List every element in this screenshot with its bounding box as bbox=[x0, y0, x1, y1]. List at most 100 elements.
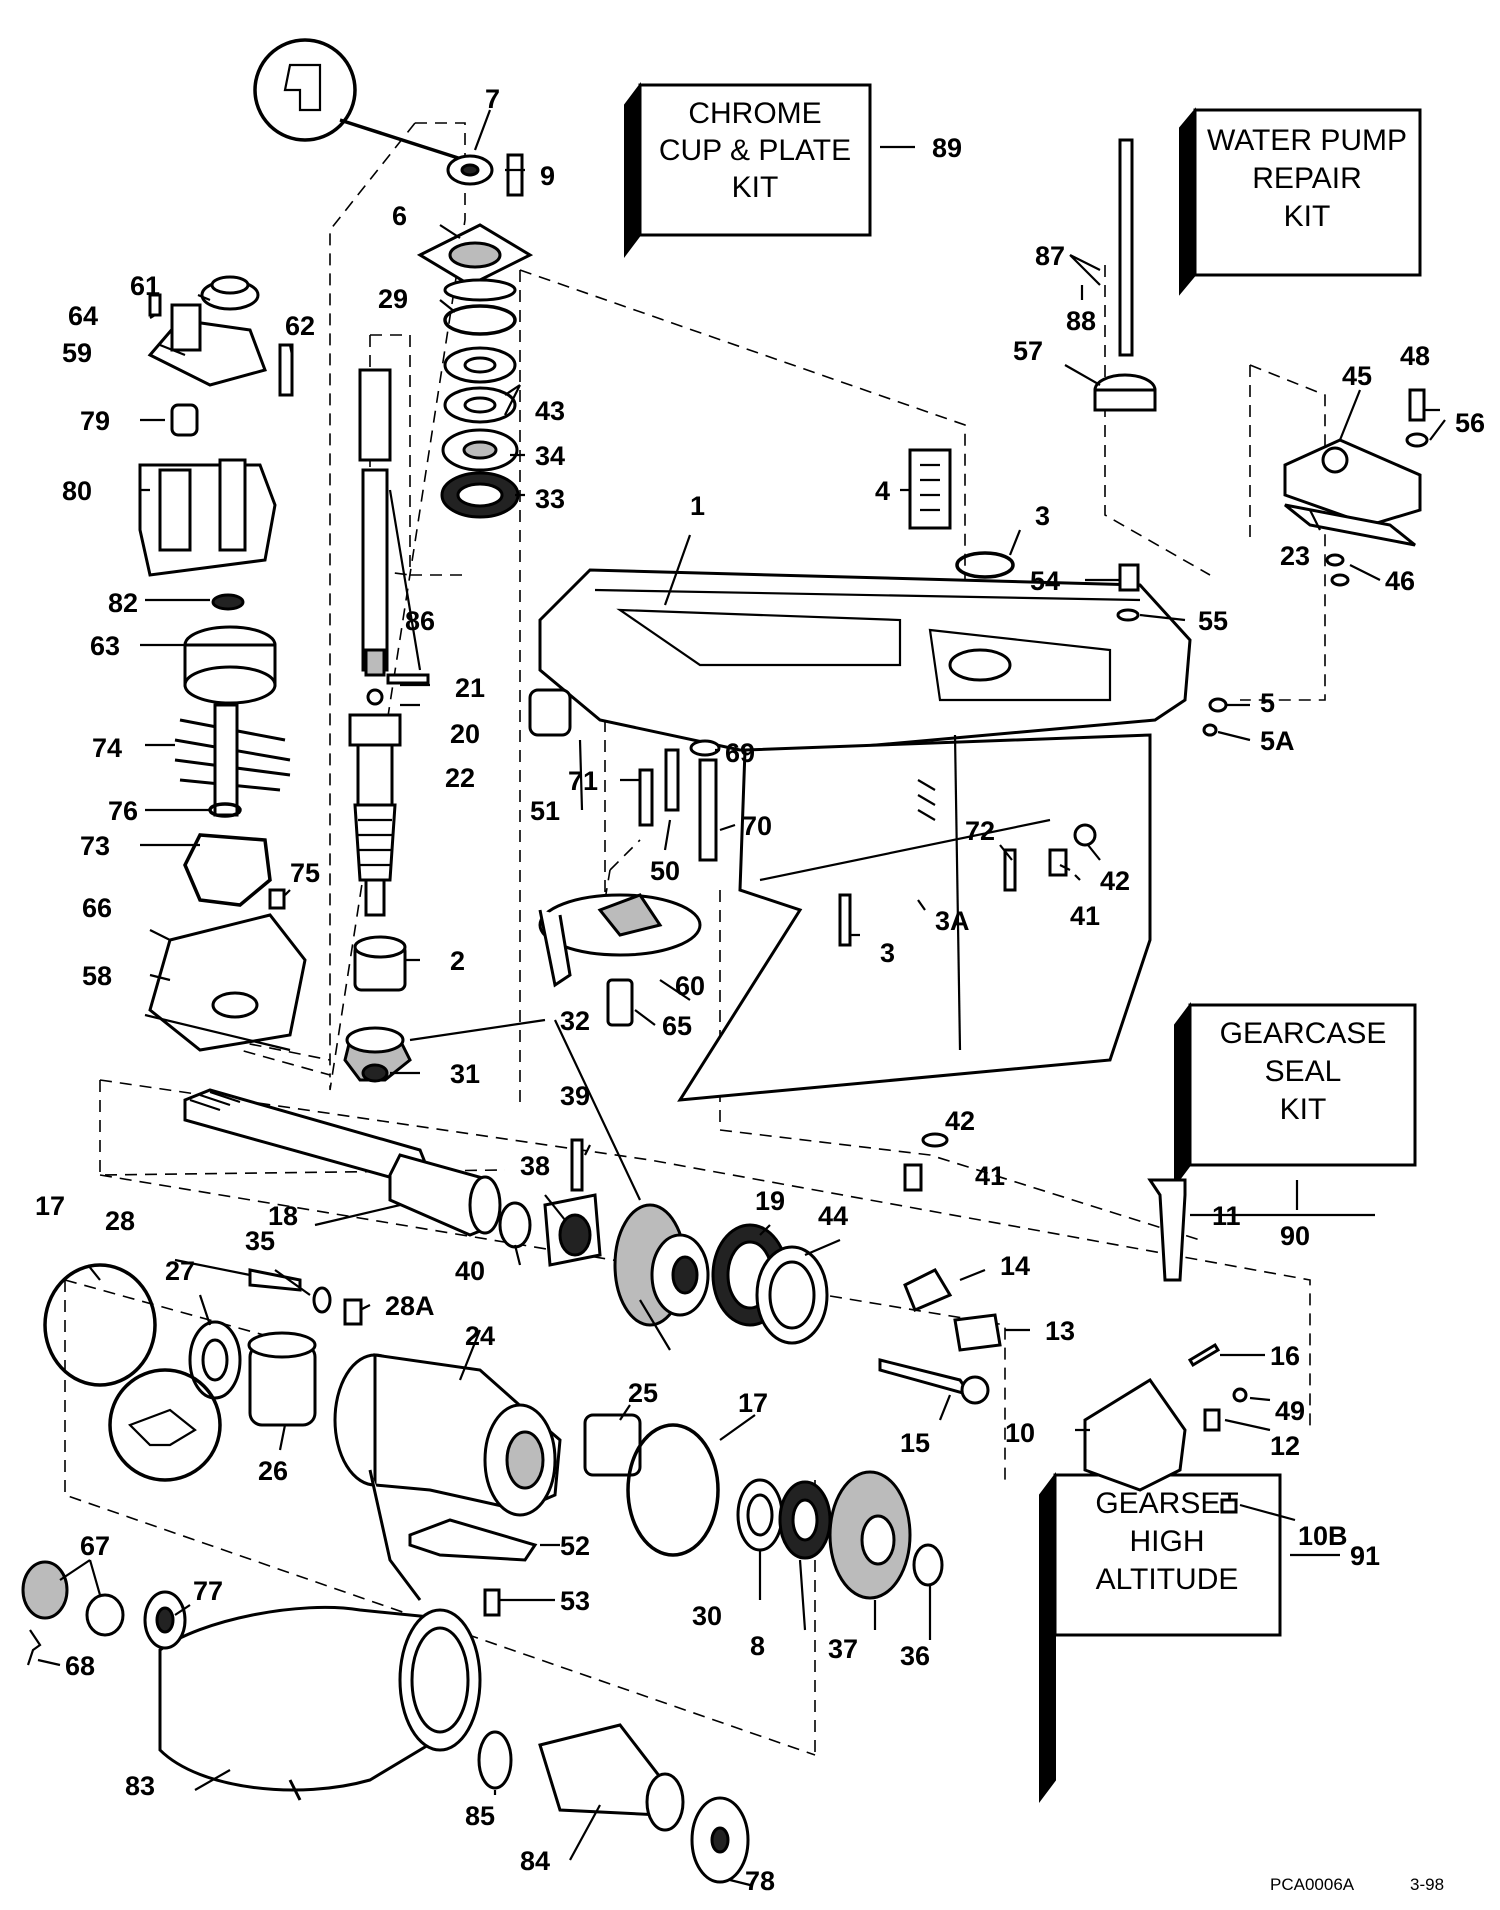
callout-72: 72 bbox=[965, 816, 995, 846]
callout-56: 56 bbox=[1455, 408, 1485, 438]
kit-box-gearset-high-altitude: GEARSET HIGH ALTITUDE 91 bbox=[1039, 1472, 1380, 1803]
callout-46: 46 bbox=[1385, 566, 1415, 596]
callout-77: 77 bbox=[193, 1576, 223, 1606]
callout-26: 26 bbox=[258, 1456, 288, 1486]
callout-6: 6 bbox=[392, 201, 407, 231]
callout-31: 31 bbox=[450, 1059, 480, 1089]
callout-5: 5 bbox=[1260, 688, 1275, 718]
callout-19: 19 bbox=[755, 1186, 785, 1216]
callout-55: 55 bbox=[1198, 606, 1228, 636]
callout-35: 35 bbox=[245, 1226, 275, 1256]
callout-65: 65 bbox=[662, 1011, 692, 1041]
callout-15: 15 bbox=[900, 1428, 930, 1458]
callout-57: 57 bbox=[1013, 336, 1043, 366]
callout-64: 64 bbox=[68, 301, 98, 331]
callout-12: 12 bbox=[1270, 1431, 1300, 1461]
callout-25: 25 bbox=[628, 1378, 658, 1408]
kit-box-water-pump-repair: WATER PUMP REPAIR KIT 88 bbox=[1066, 107, 1422, 336]
callout-33: 33 bbox=[535, 484, 565, 514]
callout-2: 2 bbox=[450, 946, 465, 976]
callout-63: 63 bbox=[90, 631, 120, 661]
callout-41: 41 bbox=[1070, 901, 1100, 931]
kit-chrome-line2: CUP & PLATE bbox=[659, 134, 851, 167]
callout-54: 54 bbox=[1030, 566, 1060, 596]
callout-4: 4 bbox=[875, 476, 890, 506]
callout-68: 68 bbox=[65, 1651, 95, 1681]
callout-18: 18 bbox=[268, 1201, 298, 1231]
callout-52: 52 bbox=[560, 1531, 590, 1561]
callout-76: 76 bbox=[108, 796, 138, 826]
callout-82: 82 bbox=[108, 588, 138, 618]
callout-66: 66 bbox=[82, 893, 112, 923]
kit-chrome-line1: CHROME bbox=[688, 97, 821, 130]
callout-80: 80 bbox=[62, 476, 92, 506]
callout-3A: 3A bbox=[935, 906, 970, 936]
callout-37: 37 bbox=[828, 1634, 858, 1664]
callout-83: 83 bbox=[125, 1771, 155, 1801]
drawing-code: PCA0006A bbox=[1270, 1875, 1355, 1894]
kit-chrome-line3: KIT bbox=[732, 171, 779, 204]
callout-88: 88 bbox=[1066, 306, 1096, 336]
callout-27: 27 bbox=[165, 1256, 195, 1286]
callout-53: 53 bbox=[560, 1586, 590, 1616]
callout-60: 60 bbox=[675, 971, 705, 1001]
kit-gearcase-line1: GEARCASE bbox=[1220, 1017, 1387, 1050]
callout-58: 58 bbox=[82, 961, 112, 991]
callout-75: 75 bbox=[290, 858, 320, 888]
callout-7: 7 bbox=[485, 84, 500, 114]
callout-44: 44 bbox=[818, 1201, 848, 1231]
kit-water-pump-line1: WATER PUMP bbox=[1207, 124, 1407, 157]
callout-74: 74 bbox=[92, 733, 122, 763]
callout-73: 73 bbox=[80, 831, 110, 861]
kit-gearset-line2: HIGH bbox=[1130, 1525, 1205, 1558]
callout-9: 9 bbox=[540, 161, 555, 191]
kit-gearset-line3: ALTITUDE bbox=[1096, 1563, 1239, 1596]
callout-11: 11 bbox=[1212, 1201, 1241, 1231]
callout-41b: 41 bbox=[975, 1161, 1005, 1191]
kit-gearset-line1: GEARSET bbox=[1095, 1487, 1238, 1520]
callout-48: 48 bbox=[1400, 341, 1430, 371]
callout-45: 45 bbox=[1342, 361, 1372, 391]
callout-5A: 5A bbox=[1260, 726, 1295, 756]
kit-box-gearcase-seal: GEARCASE SEAL KIT 90 bbox=[1174, 1002, 1417, 1251]
callout-8: 8 bbox=[750, 1631, 765, 1661]
callout-71: 71 bbox=[568, 766, 598, 796]
callout-49: 49 bbox=[1275, 1396, 1305, 1426]
callout-84: 84 bbox=[520, 1846, 550, 1876]
callout-10: 10 bbox=[1005, 1418, 1035, 1448]
callout-28A: 28A bbox=[385, 1291, 435, 1321]
callout-14: 14 bbox=[1000, 1251, 1030, 1281]
callout-28: 28 bbox=[105, 1206, 135, 1236]
callout-3: 3 bbox=[1035, 501, 1050, 531]
callout-59: 59 bbox=[62, 338, 92, 368]
callout-34: 34 bbox=[535, 441, 565, 471]
callout-21: 21 bbox=[455, 673, 485, 703]
callout-labels: 7 9 6 29 43 34 33 86 61 64 59 62 79 80 8… bbox=[35, 84, 1485, 1896]
callout-79: 79 bbox=[80, 406, 110, 436]
callout-90: 90 bbox=[1280, 1221, 1310, 1251]
callout-10B: 10B bbox=[1298, 1521, 1348, 1551]
callout-91: 91 bbox=[1350, 1541, 1380, 1571]
callout-42b: 42 bbox=[945, 1106, 975, 1136]
callout-40: 40 bbox=[455, 1256, 485, 1286]
kit-water-pump-line2: REPAIR bbox=[1252, 162, 1361, 195]
callout-50: 50 bbox=[650, 856, 680, 886]
callout-30: 30 bbox=[692, 1601, 722, 1631]
callout-62: 62 bbox=[285, 311, 315, 341]
kit-box-chrome-cup-plate: CHROME CUP & PLATE KIT 89 bbox=[624, 82, 962, 258]
callout-87: 87 bbox=[1035, 241, 1065, 271]
callout-51: 51 bbox=[530, 796, 560, 826]
callout-17a: 17 bbox=[35, 1191, 65, 1221]
kit-water-pump-line3: KIT bbox=[1284, 200, 1331, 233]
callout-22: 22 bbox=[445, 763, 475, 793]
callout-86: 86 bbox=[405, 606, 435, 636]
callout-3b: 3 bbox=[880, 938, 895, 968]
callout-39: 39 bbox=[560, 1081, 590, 1111]
callout-17b: 17 bbox=[738, 1388, 768, 1418]
callout-20: 20 bbox=[450, 719, 480, 749]
detail-seal-icon bbox=[108, 1368, 222, 1482]
callout-38: 38 bbox=[520, 1151, 550, 1181]
callout-78: 78 bbox=[745, 1866, 775, 1896]
